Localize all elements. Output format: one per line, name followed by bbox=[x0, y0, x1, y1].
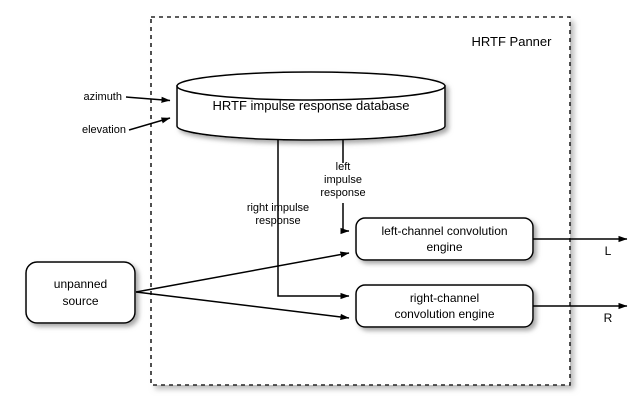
right-convolution-engine-label-line2: convolution engine bbox=[394, 307, 495, 321]
edge-azimuth-to-database bbox=[125, 96, 171, 103]
edge-elevation-to-database bbox=[128, 117, 171, 131]
edge-database-to-right-engine bbox=[277, 140, 350, 300]
edge-source-to-right-engine bbox=[135, 291, 350, 321]
unpanned-source-label-line2: source bbox=[62, 294, 99, 308]
edge-database-to-left-engine-arrow bbox=[340, 203, 350, 235]
hrtf-database-node[interactable] bbox=[176, 71, 446, 141]
unpanned-source-label-line1: unpanned bbox=[53, 277, 108, 291]
right-convolution-engine-label-line1: right-channel bbox=[409, 291, 480, 305]
unpanned-source-node[interactable] bbox=[25, 261, 136, 324]
left-impulse-response-label-line1: left bbox=[335, 161, 351, 173]
left-impulse-response-label-line3: response bbox=[320, 187, 366, 199]
elevation-label: elevation bbox=[81, 124, 126, 136]
azimuth-label: azimuth bbox=[83, 91, 122, 103]
left-output-label: L bbox=[604, 244, 612, 258]
hrtf-panner-title: HRTF Panner bbox=[471, 34, 552, 49]
right-output-label: R bbox=[603, 311, 613, 325]
left-impulse-response-label-line2: impulse bbox=[324, 174, 362, 186]
edge-source-to-left-engine bbox=[135, 251, 350, 293]
left-convolution-engine-label-line1: left-channel convolution bbox=[381, 224, 508, 238]
hrtf-database-label: HRTF impulse response database bbox=[212, 98, 410, 113]
right-impulse-response-label-line2: response bbox=[255, 215, 301, 227]
left-convolution-engine-label-line2: engine bbox=[426, 240, 463, 254]
right-impulse-response-label-line1: right impulse bbox=[246, 202, 310, 214]
